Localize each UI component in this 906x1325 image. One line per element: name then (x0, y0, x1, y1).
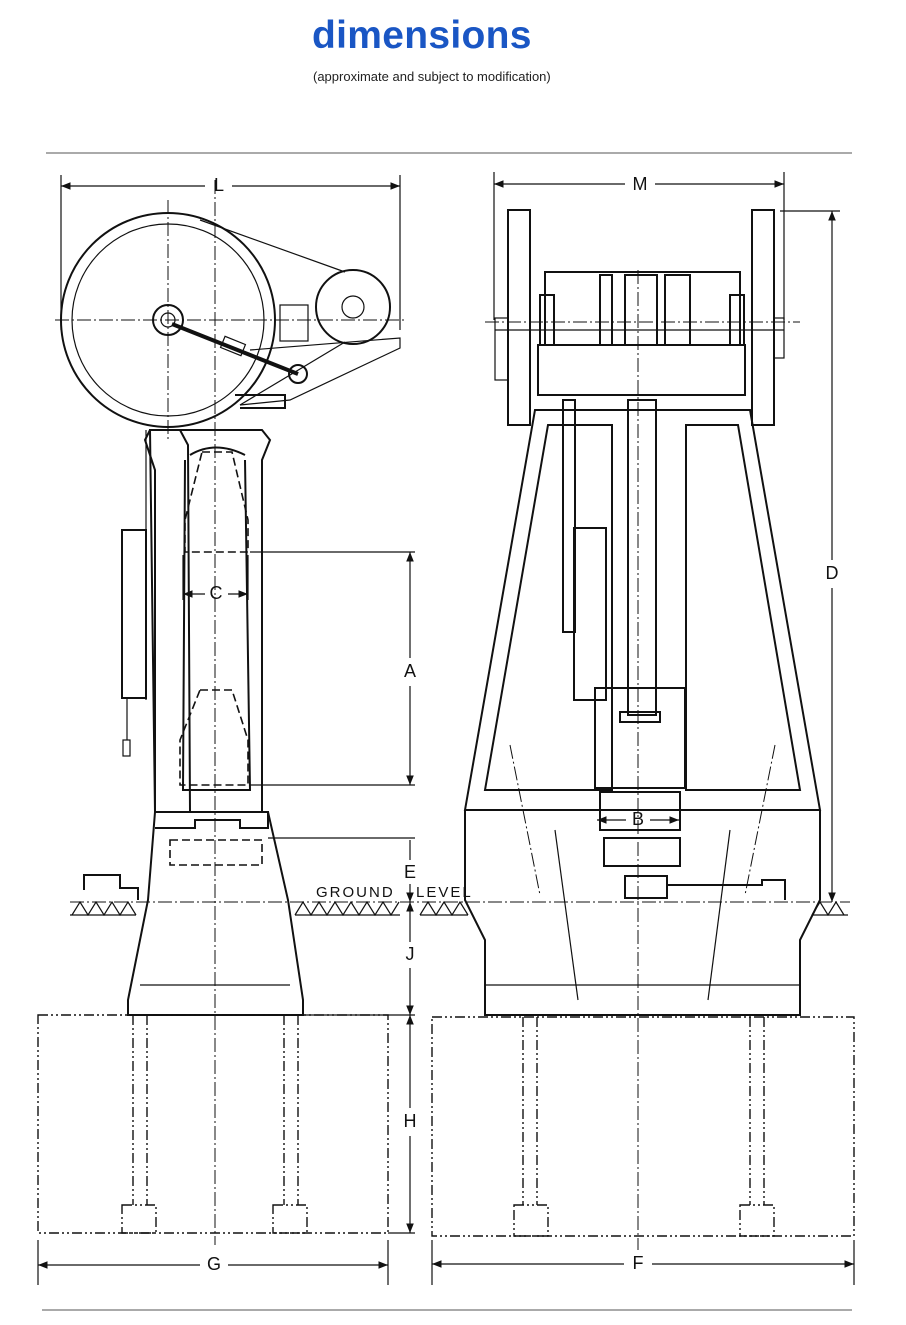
dim-label-h: H (404, 1111, 417, 1131)
dimensions: L M D C A B E J H G F (37, 172, 855, 1285)
front-foundation (431, 1016, 855, 1237)
page-title: dimensions (312, 14, 532, 57)
crown (537, 344, 746, 396)
level-label: LEVEL (416, 884, 473, 901)
dim-label-c: C (210, 583, 223, 603)
dim-label-j: J (406, 944, 415, 964)
ground-label: GROUND (316, 884, 395, 901)
side-view (37, 180, 405, 1245)
dim-label-g: G (207, 1254, 221, 1274)
front-view (431, 209, 855, 1250)
dim-label-b: B (632, 809, 644, 829)
side-foundation (37, 1014, 389, 1234)
front-frame (463, 409, 822, 811)
dim-label-l: L (214, 175, 224, 195)
dim-label-e: E (404, 862, 416, 882)
dim-label-f: F (633, 1253, 644, 1273)
dim-label-a: A (404, 661, 416, 681)
dim-label-m: M (633, 174, 648, 194)
dim-label-d: D (826, 563, 839, 583)
motor-pulley (315, 269, 391, 345)
page-subtitle: (approximate and subject to modification… (313, 69, 551, 84)
ground-line: GROUND LEVEL (70, 884, 850, 917)
